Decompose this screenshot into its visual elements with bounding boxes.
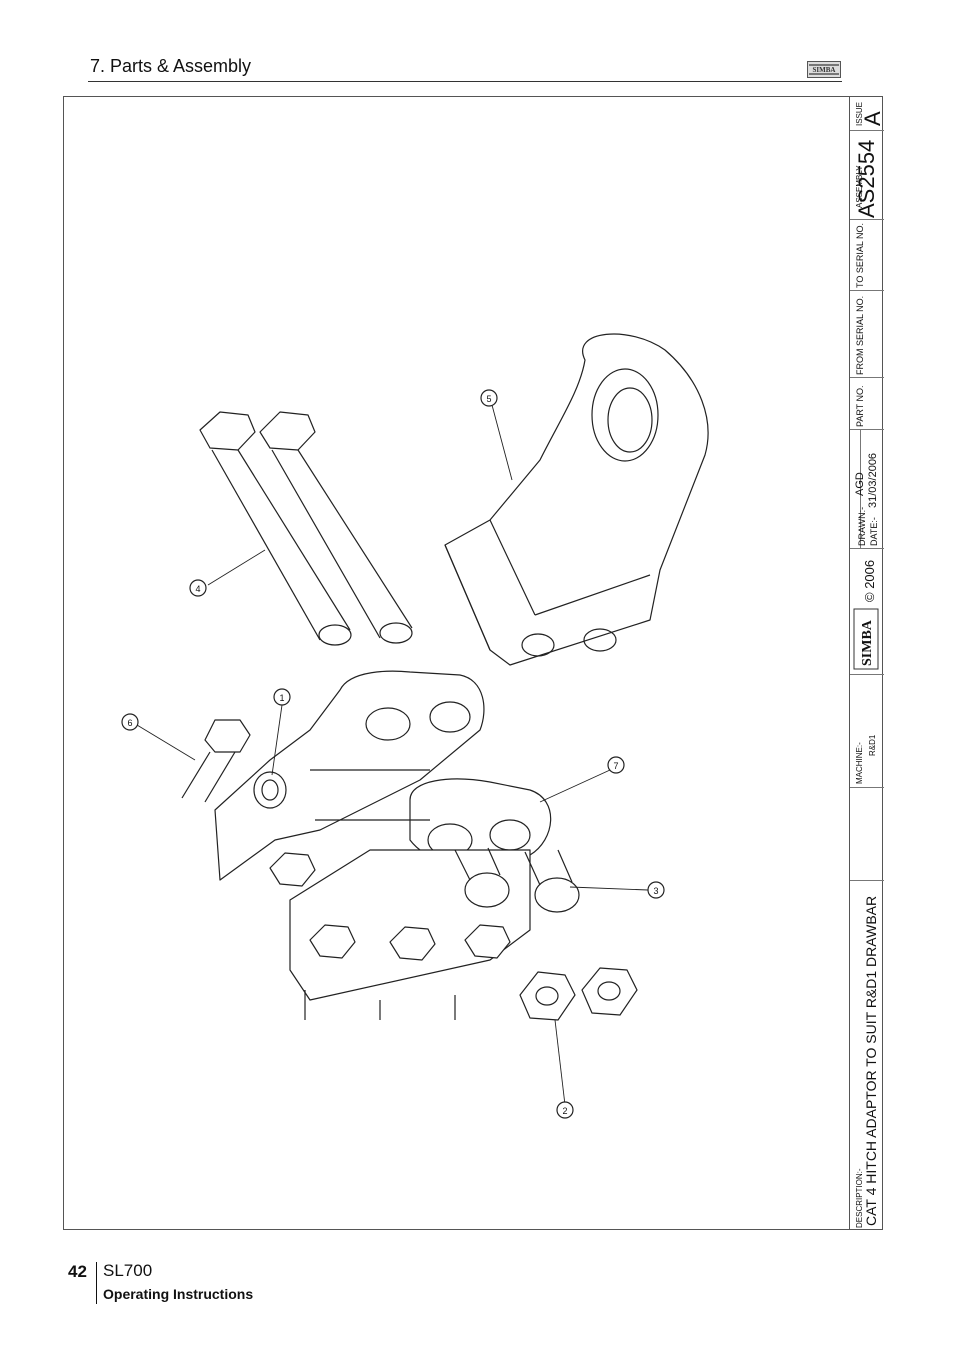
callout-3: 3 <box>647 881 665 899</box>
part-no-label: PART NO. <box>855 385 865 427</box>
title-block-logo-text: SIMBA <box>860 619 875 666</box>
simba-logo: SIMBA <box>807 61 841 78</box>
machine-label: MACHINE:- <box>855 742 864 784</box>
drawing-frame <box>63 96 883 1230</box>
machine-value: R&D1 <box>868 734 877 756</box>
svg-text:4: 4 <box>195 584 200 594</box>
header-rule <box>88 81 842 82</box>
svg-text:5: 5 <box>486 394 491 404</box>
long-bolts <box>199 411 413 646</box>
callout-5: 5 <box>480 389 498 407</box>
from-serial-label: FROM SERIAL NO. <box>855 295 865 375</box>
short-bolt-and-washer <box>181 719 287 809</box>
title-block: ISSUE A ASSEMBLY AS2554 TO SERIAL NO. FR… <box>849 96 885 1230</box>
drawn-value: AGD <box>854 472 866 496</box>
callout-4: 4 <box>189 579 207 597</box>
drawn-label: DRAWN:- <box>857 506 867 546</box>
plate-bolts <box>269 852 511 1020</box>
leader-lines <box>136 404 649 1106</box>
issue-value: A <box>860 111 885 126</box>
svg-text:1: 1 <box>279 693 284 703</box>
callout-1: 1 <box>273 688 291 706</box>
svg-text:6: 6 <box>127 718 132 728</box>
page-number: 42 <box>68 1262 87 1281</box>
date-label: DATE:- <box>869 517 879 546</box>
svg-text:2: 2 <box>562 1106 567 1116</box>
copyright-text: © 2006 <box>862 559 877 602</box>
footer-divider <box>96 1262 97 1304</box>
description-value: CAT 4 HITCH ADAPTOR TO SUIT R&D1 DRAWBAR <box>863 895 879 1226</box>
svg-text:7: 7 <box>613 761 618 771</box>
bushes-and-nuts <box>454 847 638 1021</box>
title-block-logo: SIMBA <box>853 608 879 670</box>
header-logo-text: SIMBA <box>813 66 836 74</box>
section-title: 7. Parts & Assembly <box>90 56 252 76</box>
model-name: SL700 <box>103 1261 153 1280</box>
to-serial-label: TO SERIAL NO. <box>855 222 865 288</box>
callout-2: 2 <box>556 1101 574 1119</box>
assembly-value: AS2554 <box>854 139 879 218</box>
date-value: 31/03/2006 <box>867 452 879 508</box>
assembly-drawing: 4 5 1 6 7 3 2 <box>121 333 709 1119</box>
drawbar-eye <box>444 333 709 666</box>
callout-7: 7 <box>607 756 625 774</box>
callout-6: 6 <box>121 713 139 731</box>
svg-text:3: 3 <box>653 886 658 896</box>
footer-subtitle: Operating Instructions <box>103 1286 254 1302</box>
